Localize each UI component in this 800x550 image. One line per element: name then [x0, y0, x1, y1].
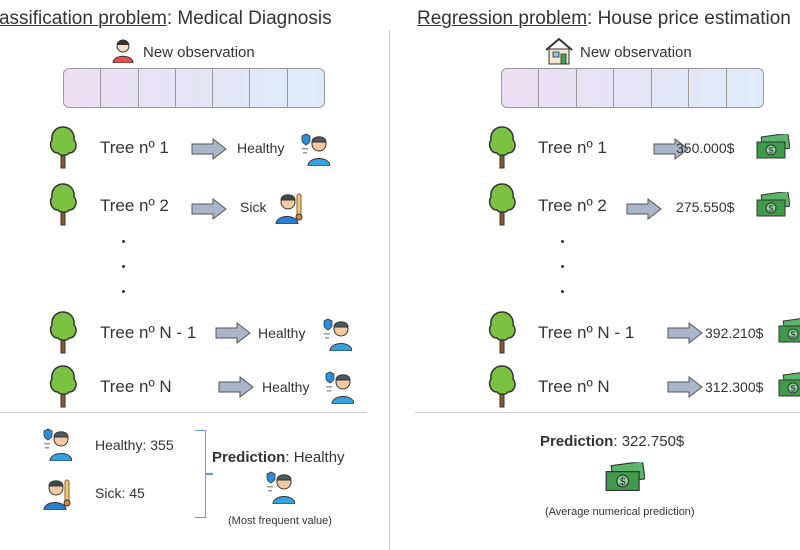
money-icon [778, 372, 800, 398]
classification-title: Classification problem: Medical Diagnosi… [0, 8, 332, 29]
sick-count: Sick: 45 [95, 485, 145, 501]
classification-prediction: Prediction: Healthy [212, 449, 345, 466]
tree-result: 392.210$ [705, 325, 764, 341]
ellipsis-dot [561, 240, 564, 243]
healthy-count: Healthy: 355 [95, 437, 174, 453]
ellipsis-dot [561, 265, 564, 268]
tree-icon [487, 310, 517, 354]
divider [0, 412, 367, 413]
healthy-icon [322, 317, 352, 351]
money-icon [605, 462, 645, 493]
tree-label: Tree nº N [538, 377, 610, 396]
tree-result: 275.550$ [676, 199, 735, 215]
ellipsis-dot [122, 290, 125, 293]
tree-label: Tree nº 2 [538, 196, 607, 215]
sick-icon [274, 190, 304, 224]
new-observation-label: New observation [143, 44, 255, 61]
tree-icon [48, 182, 78, 226]
tree-result: Sick [240, 199, 267, 215]
arrow-icon [626, 198, 662, 220]
money-icon [756, 192, 790, 218]
tree-result: Healthy [258, 325, 306, 341]
tree-result: 312.300$ [705, 379, 764, 395]
regression-prediction: Prediction: 322.750$ [540, 433, 685, 450]
tree-icon [48, 310, 78, 354]
feature-vector [63, 68, 325, 108]
tree-icon [487, 182, 517, 226]
ellipsis-dot [122, 240, 125, 243]
tree-label: Tree nº N [100, 377, 172, 396]
feature-vector [501, 68, 764, 108]
ellipsis-dot [561, 290, 564, 293]
person-icon [111, 37, 135, 63]
tree-result: 350.000$ [676, 140, 735, 156]
money-icon [778, 318, 800, 344]
arrow-icon [191, 198, 227, 220]
bracket [195, 430, 213, 518]
tree-result: Healthy [262, 379, 310, 395]
tree-label: Tree nº 2 [100, 196, 169, 215]
tree-label: Tree nº 1 [100, 138, 169, 157]
tree-label: Tree nº N - 1 [100, 323, 197, 342]
note: (Average numerical prediction) [545, 506, 695, 518]
tree-label: Tree nº N - 1 [538, 323, 635, 342]
healthy-icon [300, 132, 330, 166]
healthy-icon [324, 370, 354, 404]
ellipsis-dot [122, 265, 125, 268]
arrow-icon [191, 138, 227, 160]
arrow-icon [667, 322, 703, 344]
panel-divider [389, 30, 390, 550]
arrow-icon [215, 322, 251, 344]
house-icon [544, 37, 574, 65]
divider [415, 412, 800, 413]
healthy-icon [42, 427, 72, 461]
money-icon [756, 134, 790, 160]
tree-result: Healthy [237, 140, 285, 156]
new-observation-label: New observation [580, 44, 692, 61]
note: (Most frequent value) [228, 515, 332, 527]
healthy-icon [265, 470, 295, 504]
tree-icon [487, 364, 517, 408]
regression-title: Regression problem: House price estimati… [417, 8, 791, 29]
arrow-icon [667, 376, 703, 398]
tree-icon [48, 364, 78, 408]
arrow-icon [218, 376, 254, 398]
tree-icon [487, 125, 517, 169]
sick-icon [42, 476, 72, 510]
tree-icon [48, 125, 78, 169]
tree-label: Tree nº 1 [538, 138, 607, 157]
